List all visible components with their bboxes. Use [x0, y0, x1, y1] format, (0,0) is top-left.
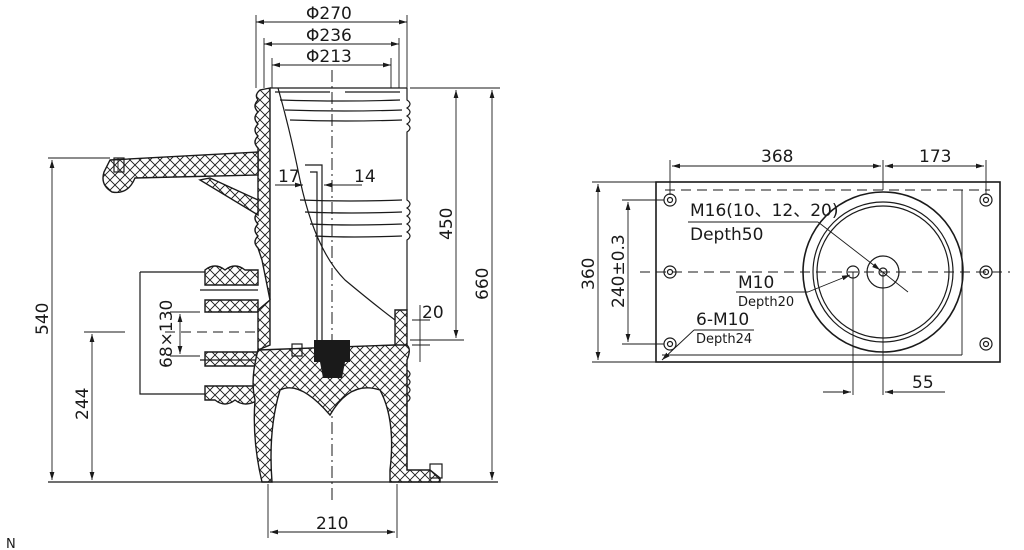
dim-h240: 240±0.3	[609, 234, 629, 308]
dim-d270: Φ270	[306, 4, 352, 24]
dim-pitch: 68×130	[157, 300, 177, 368]
dim-h660: 660	[473, 268, 493, 300]
dim-w17: 17	[278, 167, 300, 187]
dim-d236: Φ236	[306, 26, 352, 46]
callout-6m10-depth: Depth24	[696, 332, 752, 347]
callout-6m10: 6-M10	[696, 310, 749, 330]
dim-w55: 55	[912, 373, 934, 393]
dim-h450: 450	[437, 208, 457, 240]
dim-w14: 14	[354, 167, 376, 187]
callout-m16-depth: Depth50	[690, 225, 763, 245]
top-view: 368 173 360 240±0.3 55 M16(10、12、20) Dep…	[579, 147, 1010, 395]
callout-m10: M10	[738, 273, 774, 293]
dim-d213: Φ213	[306, 47, 352, 67]
dim-h244: 244	[73, 388, 93, 420]
dim-w368: 368	[761, 147, 793, 167]
dim-w20: 20	[422, 303, 444, 323]
footer-text: N	[6, 537, 16, 550]
dim-h540: 540	[33, 303, 53, 335]
dim-h360: 360	[579, 258, 599, 290]
dim-w210: 210	[316, 514, 348, 534]
dim-w173: 173	[919, 147, 951, 167]
side-view: Φ270 Φ236 Φ213	[33, 4, 500, 538]
callout-m10-depth: Depth20	[738, 295, 794, 310]
callout-m16: M16(10、12、20)	[690, 201, 838, 221]
center-insert	[314, 340, 350, 362]
